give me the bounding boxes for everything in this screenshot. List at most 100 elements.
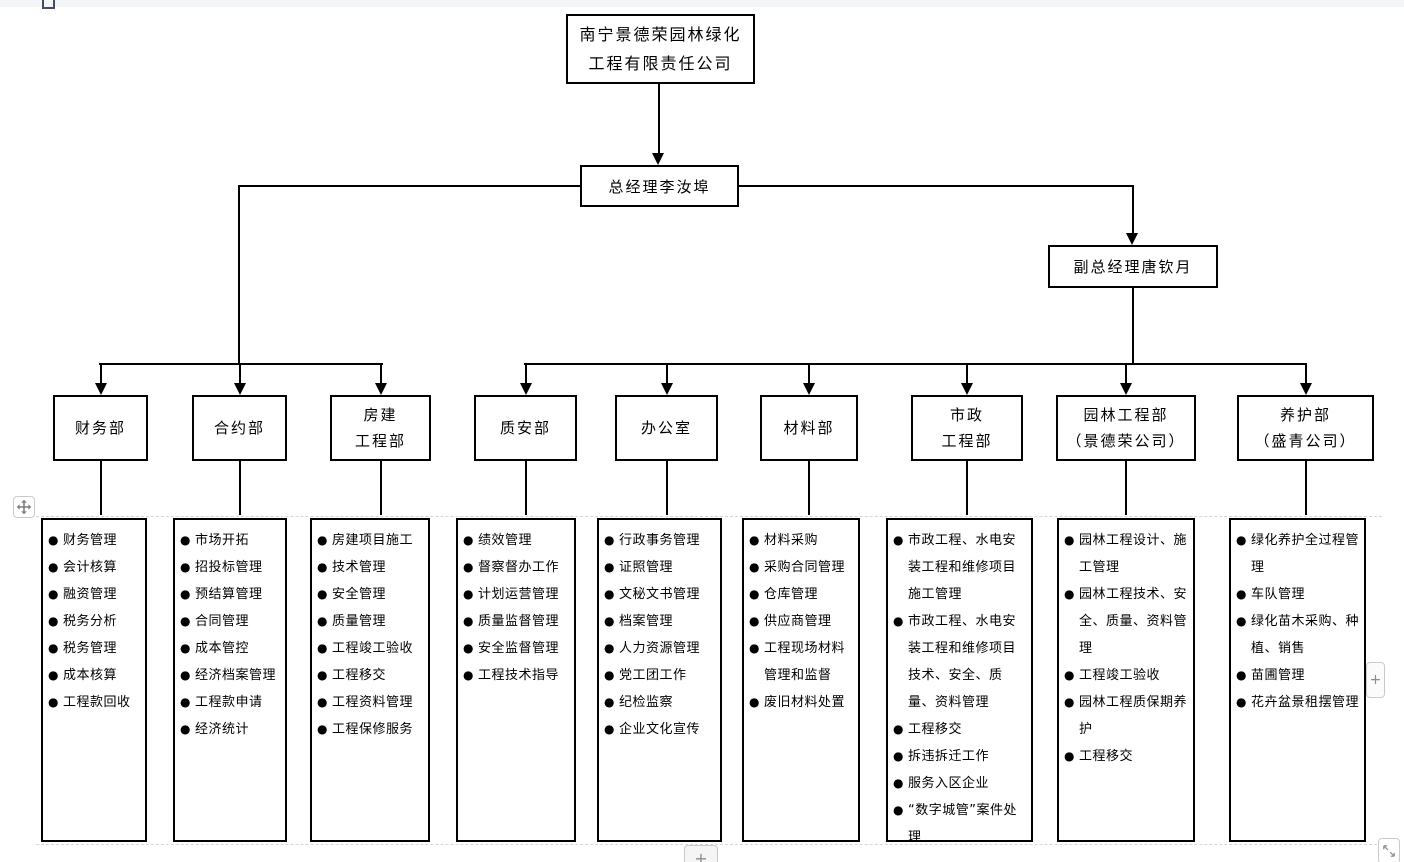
department-box[interactable]: 园林工程部（景德荣公司） [1056, 395, 1196, 461]
bullet-icon: ● [604, 614, 615, 628]
duty-item: ●督察督办工作 [463, 554, 571, 581]
duty-text: 安全监督管理 [478, 641, 560, 656]
deputy-manager-box[interactable]: 副总经理唐钦月 [1048, 245, 1218, 288]
duties-box[interactable]: ●市场开拓●招投标管理●预结算管理●合同管理●成本管控●经济档案管理●工程款申请… [173, 518, 287, 842]
bullet-icon: ● [604, 668, 615, 682]
duty-item: ●工程竣工验收 [1064, 662, 1190, 689]
duty-item: ●安全管理 [317, 581, 425, 608]
bullet-icon: ● [317, 533, 328, 547]
department-box[interactable]: 市政工程部 [911, 395, 1023, 461]
bullet-icon: ● [604, 695, 615, 709]
duty-item: ●纪检监察 [604, 689, 717, 716]
duty-text: 税务管理 [63, 641, 118, 656]
connector-line [1132, 185, 1134, 233]
department-box[interactable]: 质安部 [474, 395, 577, 461]
plus-icon: + [694, 848, 708, 862]
bullet-icon: ● [463, 668, 474, 682]
duties-box[interactable]: ●行政事务管理●证照管理●文秘文书管理●档案管理●人力资源管理●党工团工作●纪检… [597, 518, 722, 842]
duty-text: 企业文化宣传 [619, 722, 701, 737]
duty-text: 供应商管理 [764, 614, 832, 629]
bullet-icon: ● [180, 587, 191, 601]
connector-line [1305, 459, 1307, 515]
connector-line [99, 363, 383, 365]
department-box[interactable]: 房建工程部 [330, 395, 431, 461]
duty-item: ●会计核算 [48, 554, 142, 581]
connector-line [1305, 364, 1307, 384]
bullet-icon: ● [1236, 668, 1247, 682]
bullet-icon: ● [893, 803, 904, 817]
department-box[interactable]: 合约部 [192, 395, 287, 461]
duty-item: ●财务管理 [48, 527, 142, 554]
duty-item: ●合同管理 [180, 608, 282, 635]
department-box[interactable]: 养护部（盛青公司） [1237, 395, 1374, 461]
duty-item: ●苗圃管理 [1236, 662, 1361, 689]
department-name: 材料部 [783, 419, 835, 437]
duty-text: 市政工程、水电安装工程和维修项目技术、安全、质量、资料管理 [908, 614, 1017, 710]
duty-item: ●成本管控 [180, 635, 282, 662]
arrowhead [234, 383, 246, 395]
duties-box[interactable]: ●财务管理●会计核算●融资管理●税务分析●税务管理●成本核算●工程款回收 [41, 518, 147, 842]
duty-text: 工程现场材料管理和监督 [764, 641, 846, 683]
duty-text: 人力资源管理 [619, 641, 701, 656]
duty-text: 预结算管理 [195, 587, 263, 602]
duties-box[interactable]: ●房建项目施工●技术管理●安全管理●质量管理●工程竣工验收●工程移交●工程资料管… [310, 518, 430, 842]
duty-text: 税务分析 [63, 614, 118, 629]
duties-box[interactable]: ●绩效管理●督察督办工作●计划运营管理●质量监督管理●安全监督管理●工程技术指导 [456, 518, 576, 842]
bullet-icon: ● [48, 668, 59, 682]
duties-box[interactable]: ●绿化养护全过程管理●车队管理●绿化苗木采购、种植、销售●苗圃管理●花卉盆景租摆… [1229, 518, 1366, 842]
arrowhead [803, 383, 815, 395]
bullet-icon: ● [180, 695, 191, 709]
department-box[interactable]: 材料部 [760, 395, 858, 461]
duty-item: ●废旧材料处置 [749, 689, 855, 716]
table-move-handle[interactable] [13, 496, 35, 518]
bullet-icon: ● [48, 614, 59, 628]
add-row-button[interactable]: + [684, 845, 718, 862]
add-column-button[interactable]: + [1366, 662, 1385, 698]
duty-text: 采购合同管理 [764, 560, 846, 575]
bullet-icon: ● [1064, 668, 1075, 682]
arrowhead [520, 383, 532, 395]
department-box[interactable]: 办公室 [615, 395, 718, 461]
deputy-manager-label: 副总经理唐钦月 [1073, 258, 1193, 276]
arrowhead [1300, 383, 1312, 395]
duty-item: ●工程移交 [1064, 743, 1190, 770]
bullet-icon: ● [48, 695, 59, 709]
connector-line [238, 185, 580, 187]
duties-box[interactable]: ●市政工程、水电安装工程和维修项目施工管理●市政工程、水电安装工程和维修项目技术… [886, 518, 1033, 842]
bullet-icon: ● [48, 560, 59, 574]
bullet-icon: ● [463, 560, 474, 574]
connector-line [1125, 459, 1127, 515]
duty-item: ●工程技术指导 [463, 662, 571, 689]
duty-text: 废旧材料处置 [764, 695, 846, 710]
bullet-icon: ● [463, 641, 474, 655]
duty-text: 工程款申请 [195, 695, 263, 710]
table-gridline-dashed [36, 516, 1382, 517]
duty-item: ●花卉盆景租摆管理 [1236, 689, 1361, 716]
arrowhead [1126, 233, 1138, 245]
bullet-icon: ● [604, 722, 615, 736]
company-root-box[interactable]: 南宁景德荣园林绿化 工程有限责任公司 [566, 14, 755, 84]
general-manager-box[interactable]: 总经理李汝埠 [580, 165, 739, 207]
duty-item: ●市政工程、水电安装工程和维修项目技术、安全、质量、资料管理 [893, 608, 1028, 716]
duty-item: ●文秘文书管理 [604, 581, 717, 608]
arrowhead [375, 383, 387, 395]
duty-text: 成本管控 [195, 641, 250, 656]
duty-item: ●工程移交 [893, 716, 1028, 743]
duties-box[interactable]: ●园林工程设计、施工管理●园林工程技术、安全、质量、资料管理●工程竣工验收●园林… [1057, 518, 1195, 842]
arrowhead [661, 383, 673, 395]
resize-handle-button[interactable] [1378, 838, 1400, 862]
duty-item: ●市场开拓 [180, 527, 282, 554]
duty-item: ●融资管理 [48, 581, 142, 608]
department-name: 房建 [363, 406, 398, 424]
duty-item: ●人力资源管理 [604, 635, 717, 662]
general-manager-label: 总经理李汝埠 [608, 177, 711, 196]
duty-text: 车队管理 [1251, 587, 1306, 602]
company-name-line: 工程有限责任公司 [588, 54, 733, 73]
duties-box[interactable]: ●材料采购●采购合同管理●仓库管理●供应商管理●工程现场材料管理和监督●废旧材料… [742, 518, 860, 842]
duty-item: ● 安全监督管理 [463, 635, 571, 662]
duty-item: ●行政事务管理 [604, 527, 717, 554]
department-box[interactable]: 财务部 [53, 395, 148, 461]
connector-line [380, 364, 382, 384]
department-name: （盛青公司） [1254, 432, 1357, 450]
